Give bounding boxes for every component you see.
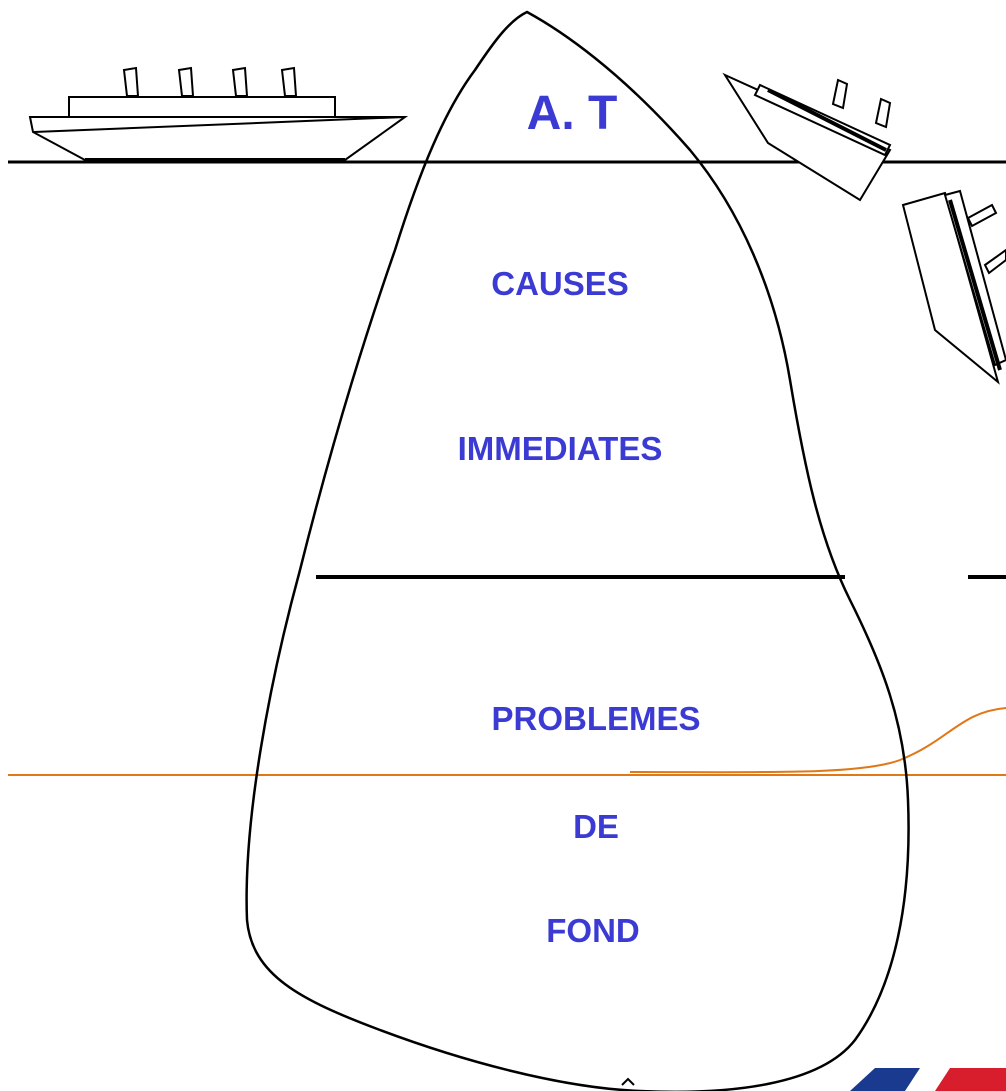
ship-sinking-icon xyxy=(901,189,1006,385)
tip-label: A. T xyxy=(526,87,618,140)
immediates-label: IMMEDIATES xyxy=(457,430,663,467)
bottom-mark xyxy=(621,1077,635,1086)
ship-upright-icon xyxy=(28,66,409,162)
flag-logo-icon xyxy=(850,1068,1006,1091)
ship-tilted-icon xyxy=(722,72,892,202)
fond-label: FOND xyxy=(546,912,640,949)
iceberg-outline xyxy=(245,10,910,1091)
causes-label: CAUSES xyxy=(491,265,629,302)
footer-wave xyxy=(629,707,1006,774)
de-label: DE xyxy=(573,808,619,845)
problemes-label: PROBLEMES xyxy=(491,700,701,737)
